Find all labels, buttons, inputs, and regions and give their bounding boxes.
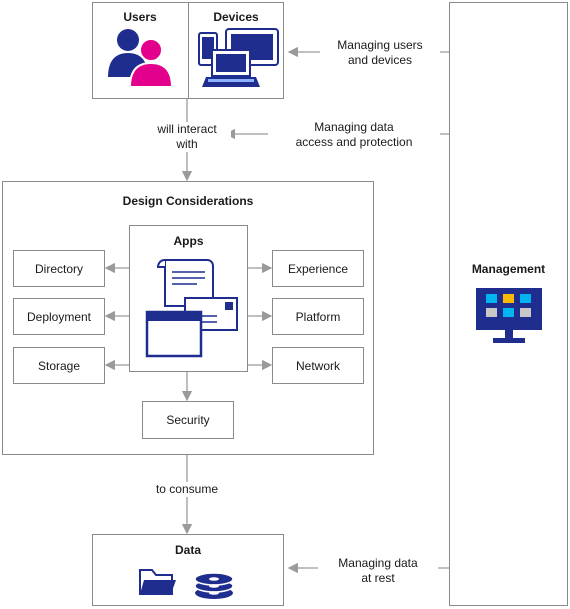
apps-title: Apps: [173, 234, 204, 248]
users-devices-divider: [188, 3, 189, 98]
monitor-icon: [476, 288, 542, 343]
label-will-interact-line2: with: [176, 137, 198, 151]
label-managing-rest-line2: at rest: [361, 571, 395, 585]
database-icon: [194, 572, 234, 599]
devices-icon: [198, 28, 279, 87]
label-managing-access: Managing data access and protection: [268, 120, 440, 150]
platform-box: Platform: [272, 298, 364, 335]
label-managing-access-line2: access and protection: [295, 135, 413, 149]
label-managing-users-line1: Managing users: [337, 38, 423, 52]
label-managing-rest: Managing data at rest: [318, 556, 438, 586]
label-will-interact: will interact with: [143, 122, 231, 152]
deployment-box: Deployment: [13, 298, 105, 335]
network-box: Network: [272, 347, 364, 384]
label-managing-rest-line1: Managing data: [338, 556, 418, 570]
security-box: Security: [142, 401, 234, 439]
experience-box: Experience: [272, 250, 364, 287]
storage-box: Storage: [13, 347, 105, 384]
folder-icon: [139, 569, 176, 595]
directory-box: Directory: [13, 250, 105, 287]
data-box: [92, 534, 284, 606]
users-title: Users: [123, 10, 157, 24]
label-will-interact-line1: will interact: [157, 122, 217, 136]
users-icon: [108, 29, 174, 88]
label-managing-users-line2: and devices: [347, 53, 413, 67]
management-title: Management: [471, 262, 546, 276]
label-managing-users: Managing users and devices: [320, 38, 440, 68]
label-to-consume: to consume: [136, 482, 238, 497]
apps-icon: [145, 259, 238, 358]
label-managing-access-line1: Managing data: [314, 120, 394, 134]
design-title: Design Considerations: [122, 194, 254, 208]
data-title: Data: [174, 543, 201, 557]
devices-title: Devices: [213, 10, 259, 24]
design-considerations-box: [2, 181, 374, 455]
